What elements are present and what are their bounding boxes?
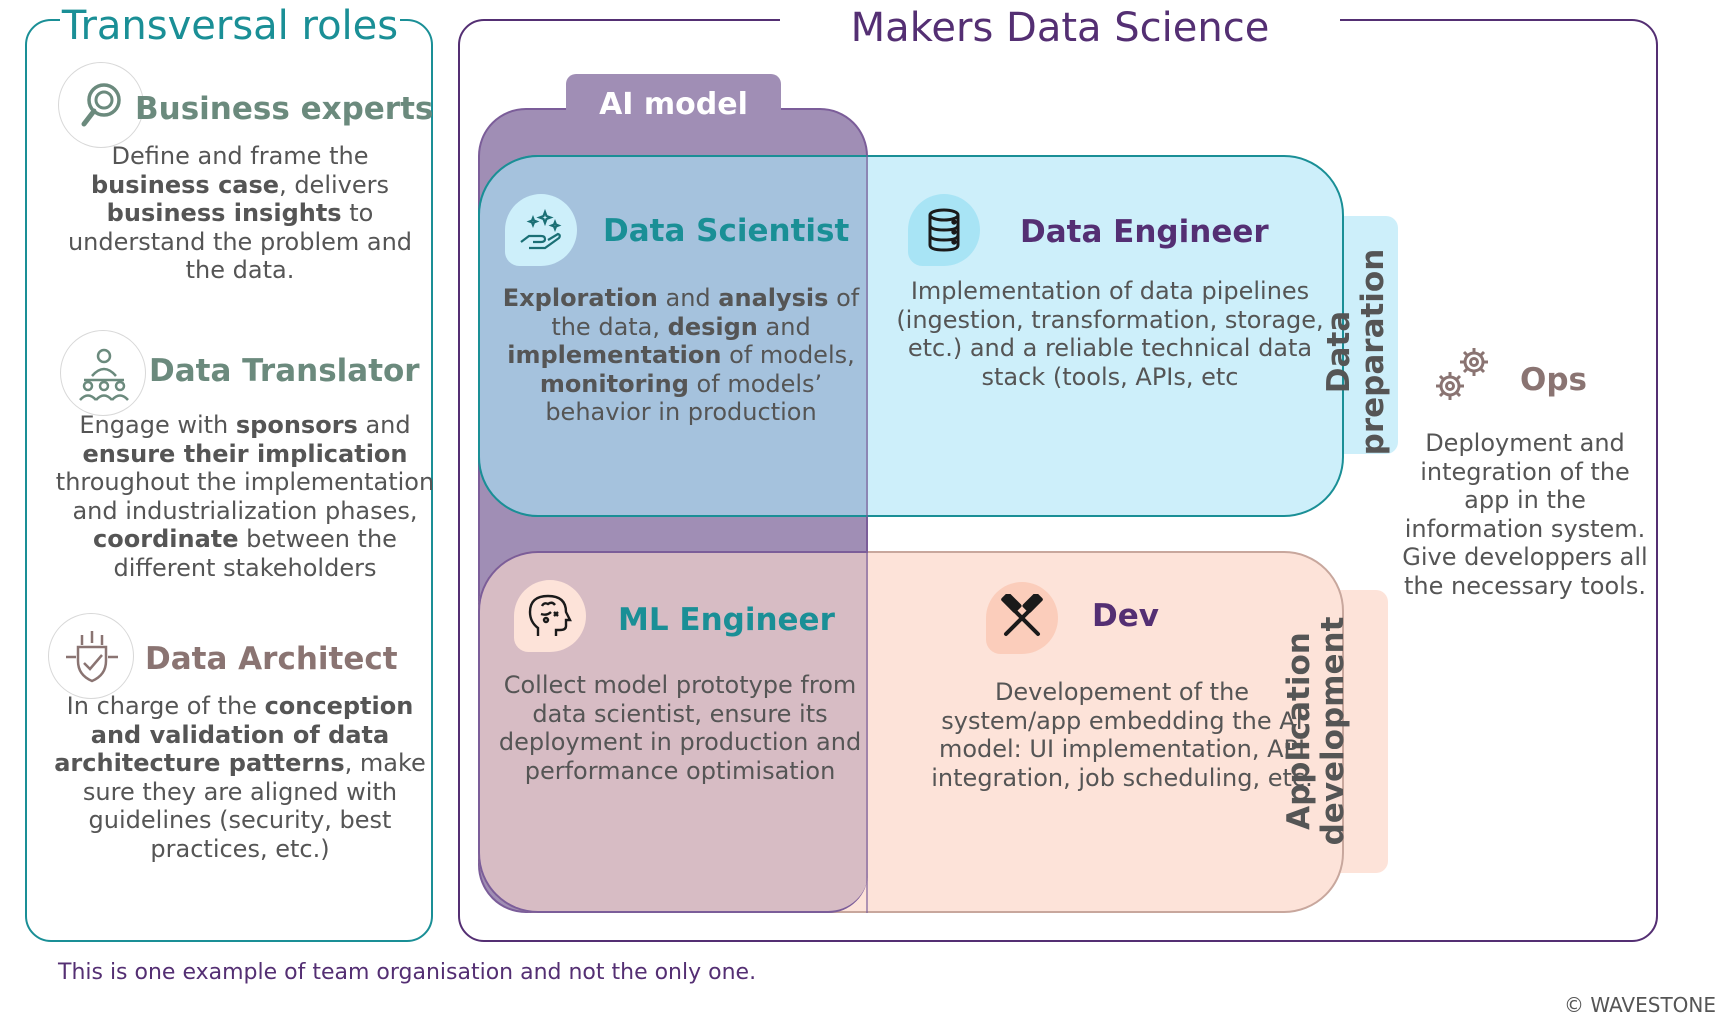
text-line: coordinate between the	[93, 525, 397, 553]
text-line: Engage with sponsors and	[79, 411, 411, 439]
text-line: deployment in production and	[498, 728, 862, 756]
text-line: ensure their implication	[82, 439, 408, 468]
data-preparation-label-line2: preparation	[1355, 248, 1391, 456]
makers-data-science-title: Makers Data Science	[780, 2, 1340, 54]
text-line: stack (tools, APIs, etc	[981, 362, 1239, 391]
shield-check-icon	[48, 613, 134, 699]
crossed-hammers-icon	[986, 582, 1058, 654]
text-line: architecture patterns, make	[54, 749, 426, 777]
copyright: © WAVESTONE	[1563, 993, 1716, 1017]
business-experts-title: Business experts	[135, 91, 434, 127]
text-line: implementation of models,	[507, 341, 855, 369]
text-line: Implementation of data pipelines	[910, 277, 1310, 305]
text-line: business case, delivers	[91, 170, 389, 199]
text-line: business insights to	[106, 199, 374, 227]
text-line: Developement of the	[994, 678, 1250, 706]
text-line: different stakeholders	[113, 553, 377, 582]
ml-engineer-title: ML Engineer	[618, 602, 835, 638]
text-line: Collect model prototype from	[503, 671, 857, 699]
data-engineer-description: Implementation of data pipelines(ingesti…	[880, 277, 1340, 391]
text-line: and industrialization phases,	[72, 496, 418, 525]
text-line: information system.	[1404, 514, 1646, 543]
ai-model-border-top	[866, 155, 868, 517]
text-line: sure they are aligned with	[82, 777, 398, 806]
dev-title: Dev	[1092, 598, 1159, 634]
magnifier-icon	[58, 62, 144, 148]
text-line: integration of the	[1420, 457, 1630, 486]
brain-head-icon	[514, 580, 586, 652]
transversal-roles-title: Transversal roles	[60, 0, 400, 52]
text-line: performance optimisation	[524, 756, 836, 785]
text-line: system/app embedding the AI	[941, 706, 1303, 735]
gears-icon	[1428, 340, 1500, 412]
text-line: In charge of the conception	[66, 692, 414, 720]
text-line: etc.) and a reliable technical data	[907, 334, 1313, 362]
text-line: data scientist, ensure its	[532, 699, 828, 728]
text-line: understand the problem and	[67, 227, 413, 256]
text-line: model: UI implementation, API	[938, 735, 1306, 763]
text-line: monitoring of models’	[539, 369, 823, 398]
text-line: (ingestion, transformation, storage,	[896, 305, 1324, 334]
text-line: Define and frame the	[111, 142, 369, 170]
data-architect-title: Data Architect	[145, 641, 398, 677]
ai-model-border-bottom	[866, 551, 868, 913]
ops-title: Ops	[1520, 362, 1587, 398]
text-line: Deployment and	[1425, 429, 1625, 457]
text-line: the data, design and	[551, 312, 811, 341]
text-line: Exploration and analysis of	[502, 284, 860, 312]
text-line: the necessary tools.	[1404, 571, 1646, 600]
text-line: integration, job scheduling, etc.	[931, 763, 1313, 792]
text-line: throughout the implementation	[55, 468, 435, 496]
people-meeting-icon	[60, 330, 146, 416]
hand-sparkles-icon	[505, 194, 577, 266]
text-line: behavior in production	[545, 398, 817, 426]
text-line: Give developpers all	[1402, 543, 1648, 571]
footnote: This is one example of team organisation…	[58, 960, 757, 985]
text-line: and validation of data	[90, 720, 390, 749]
data-scientist-title: Data Scientist	[603, 213, 850, 249]
ai-model-label: AI model	[566, 74, 781, 136]
data-engineer-title: Data Engineer	[1020, 214, 1269, 250]
text-line: practices, etc.)	[150, 834, 330, 863]
text-line: the data.	[185, 256, 295, 284]
data-translator-title: Data Translator	[149, 353, 420, 389]
text-line: app in the	[1464, 486, 1586, 514]
database-icon	[908, 194, 980, 266]
text-line: guidelines (security, best	[88, 806, 392, 834]
